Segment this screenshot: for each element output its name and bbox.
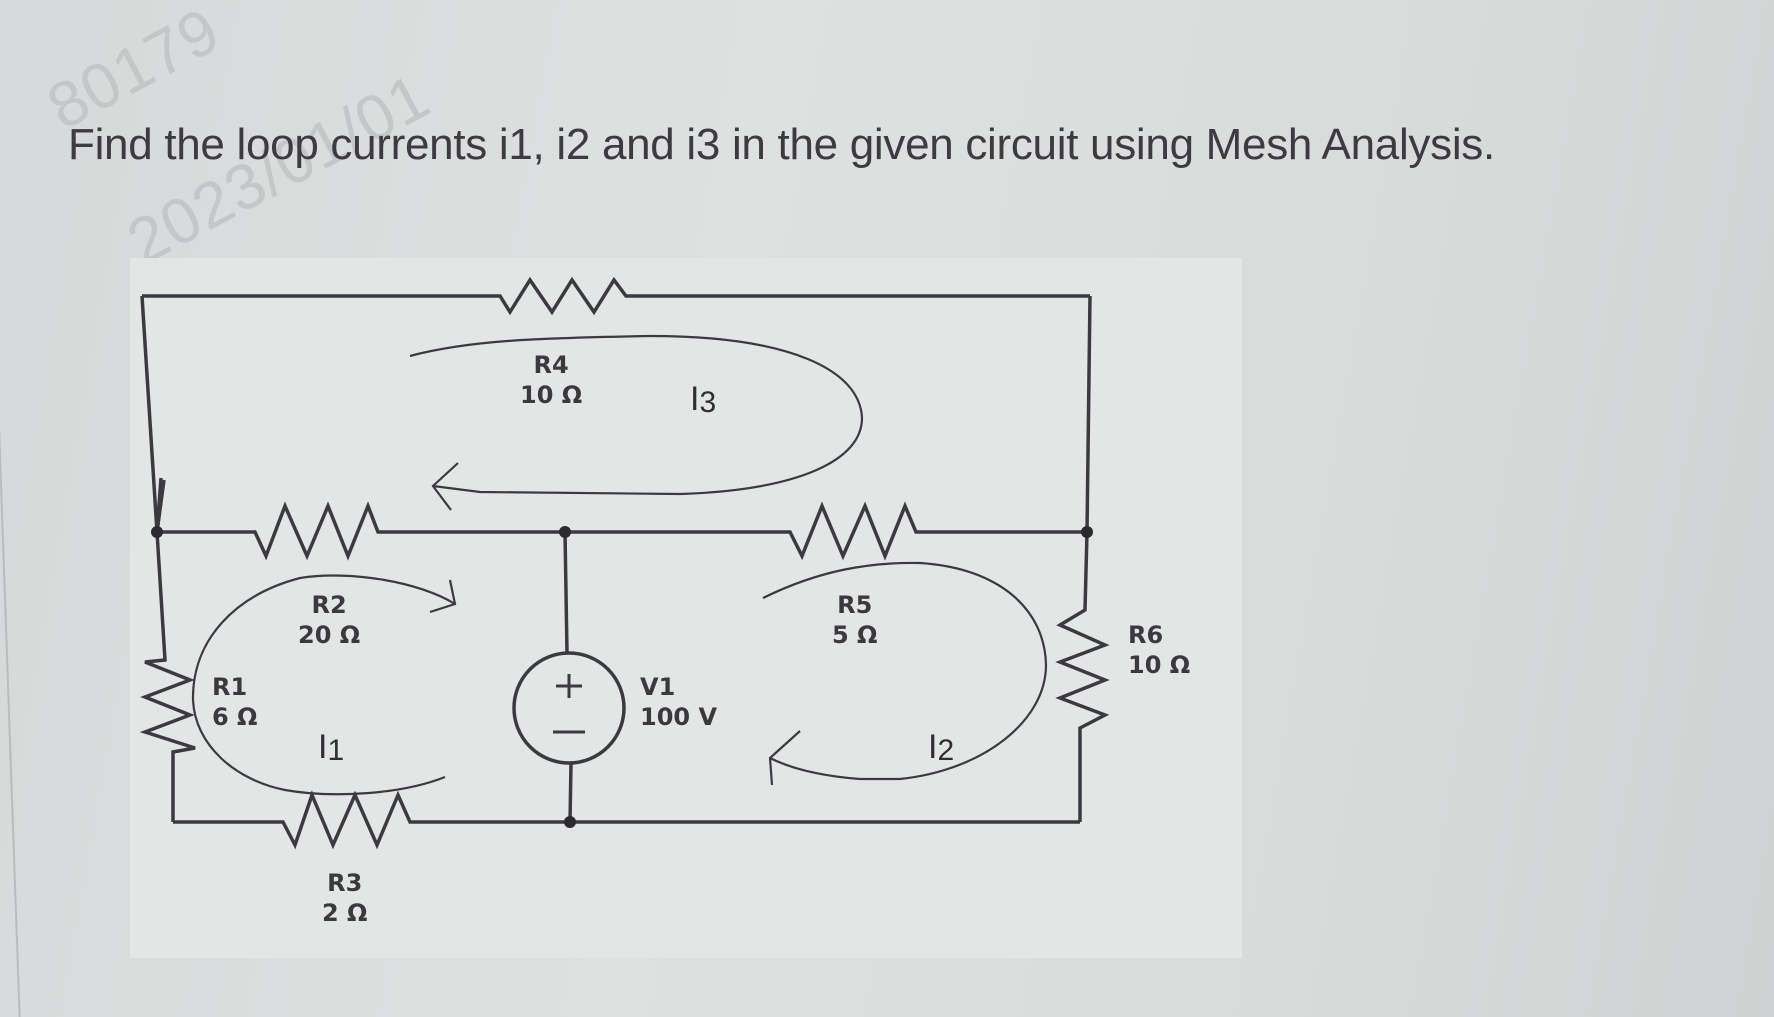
- r1-value: 6 Ω: [212, 703, 258, 731]
- wire-right-with-r6: [1055, 531, 1110, 822]
- mesh-i2-arrowhead: [768, 730, 801, 786]
- junction-dots: [151, 526, 1093, 828]
- mesh-label-i2: I2: [928, 728, 954, 767]
- mesh-i1-index: 1: [327, 734, 345, 767]
- r1-name: R1: [212, 673, 248, 701]
- mesh-label-i3: I3: [690, 380, 716, 419]
- v1-value: 100 V: [640, 703, 718, 731]
- r5-value: 5 Ω: [832, 621, 878, 649]
- mesh-i2-letter: I: [928, 728, 938, 766]
- wire-left-upper: [140, 295, 159, 533]
- r4-name: R4: [533, 351, 569, 379]
- mesh-i1-path: [191, 574, 456, 796]
- r5-label: R5 5 Ω: [832, 590, 877, 650]
- voltage-source-v1: [512, 651, 626, 765]
- r3-name: R3: [327, 869, 363, 897]
- r6-name: R6: [1128, 621, 1164, 649]
- wire-left-with-r1: [139, 477, 196, 822]
- mesh-i3-arrowhead: [431, 462, 459, 511]
- r1-label: R1 6 Ω: [212, 672, 257, 732]
- r3-value: 2 Ω: [322, 899, 368, 927]
- r2-label: R2 20 Ω: [298, 590, 360, 650]
- r6-value: 10 Ω: [1128, 651, 1191, 679]
- mesh-i3-letter: I: [690, 380, 700, 418]
- wire-middle-with-r2-r5: [157, 501, 1087, 561]
- mesh-label-i1: I1: [318, 728, 344, 767]
- r2-value: 20 Ω: [298, 621, 361, 649]
- mesh-i2-path: [762, 561, 1048, 781]
- v1-name: V1: [640, 673, 676, 701]
- v1-label: V1 100 V: [640, 672, 717, 732]
- circuit-diagram-panel: [130, 258, 1242, 958]
- r4-label: R4 10 Ω: [520, 350, 582, 410]
- r2-name: R2: [311, 591, 347, 619]
- r5-name: R5: [837, 591, 873, 619]
- mesh-i3-index: 3: [699, 386, 717, 419]
- wire-v1-top: [563, 531, 569, 654]
- mesh-i3-path: [409, 334, 864, 496]
- wire-right-upper: [1085, 295, 1092, 533]
- r6-label: R6 10 Ω: [1128, 620, 1190, 680]
- r3-label: R3 2 Ω: [322, 868, 367, 928]
- r4-value: 10 Ω: [520, 381, 583, 409]
- mesh-arrows: [191, 334, 1048, 796]
- mesh-i2-index: 2: [937, 734, 955, 767]
- wire-top-with-r4: [142, 276, 1090, 316]
- wire-v1-bottom: [568, 762, 573, 823]
- mesh-i1-arrowhead: [429, 579, 457, 614]
- wire-bottom-with-r3: [173, 790, 1080, 850]
- question-text: Find the loop currents i1, i2 and i3 in …: [68, 120, 1495, 169]
- mesh-i1-letter: I: [318, 728, 328, 766]
